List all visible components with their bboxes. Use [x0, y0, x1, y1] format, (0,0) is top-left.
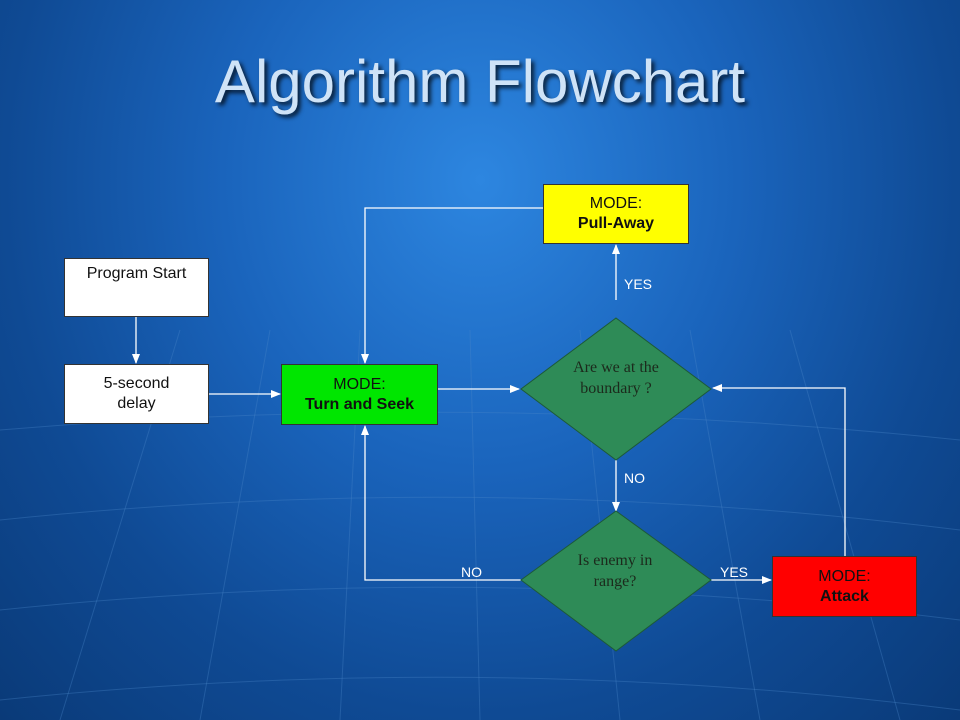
attack-name: Attack	[820, 587, 869, 605]
attack-node: MODE: Attack	[772, 556, 917, 617]
boundary-diamond	[520, 317, 712, 461]
boundary-no-label: NO	[624, 470, 645, 486]
arrow-enemy-no-to-seek	[361, 425, 521, 581]
arrow-pullaway-to-seek	[361, 207, 543, 364]
pull-away-node: MODE: Pull-Away	[543, 184, 689, 244]
boundary-question: Are we at the boundary ?	[573, 359, 659, 397]
boundary-yes-label: YES	[624, 276, 653, 292]
pull-away-name: Pull-Away	[577, 215, 655, 232]
enemy-question: Is enemy in range?	[577, 552, 653, 590]
turn-and-seek-mode-label: MODE:	[333, 375, 386, 393]
turn-and-seek-node: MODE: Turn and Seek	[281, 364, 438, 425]
delay-label: 5-second delay	[103, 375, 170, 412]
enemy-diamond	[520, 510, 712, 652]
slide-title: Algorithm Flowchart	[214, 48, 746, 115]
arrow-attack-to-boundary	[712, 384, 846, 556]
enemy-yes-label: YES	[720, 564, 749, 580]
enemy-no-label: NO	[461, 564, 482, 580]
delay-node: 5-second delay	[64, 364, 209, 424]
turn-and-seek-name: Turn and Seek	[304, 395, 415, 413]
program-start-label: Program Start	[86, 265, 187, 282]
pull-away-mode-label: MODE:	[589, 195, 643, 212]
attack-mode-label: MODE:	[818, 567, 871, 585]
program-start-node: Program Start	[64, 258, 209, 317]
